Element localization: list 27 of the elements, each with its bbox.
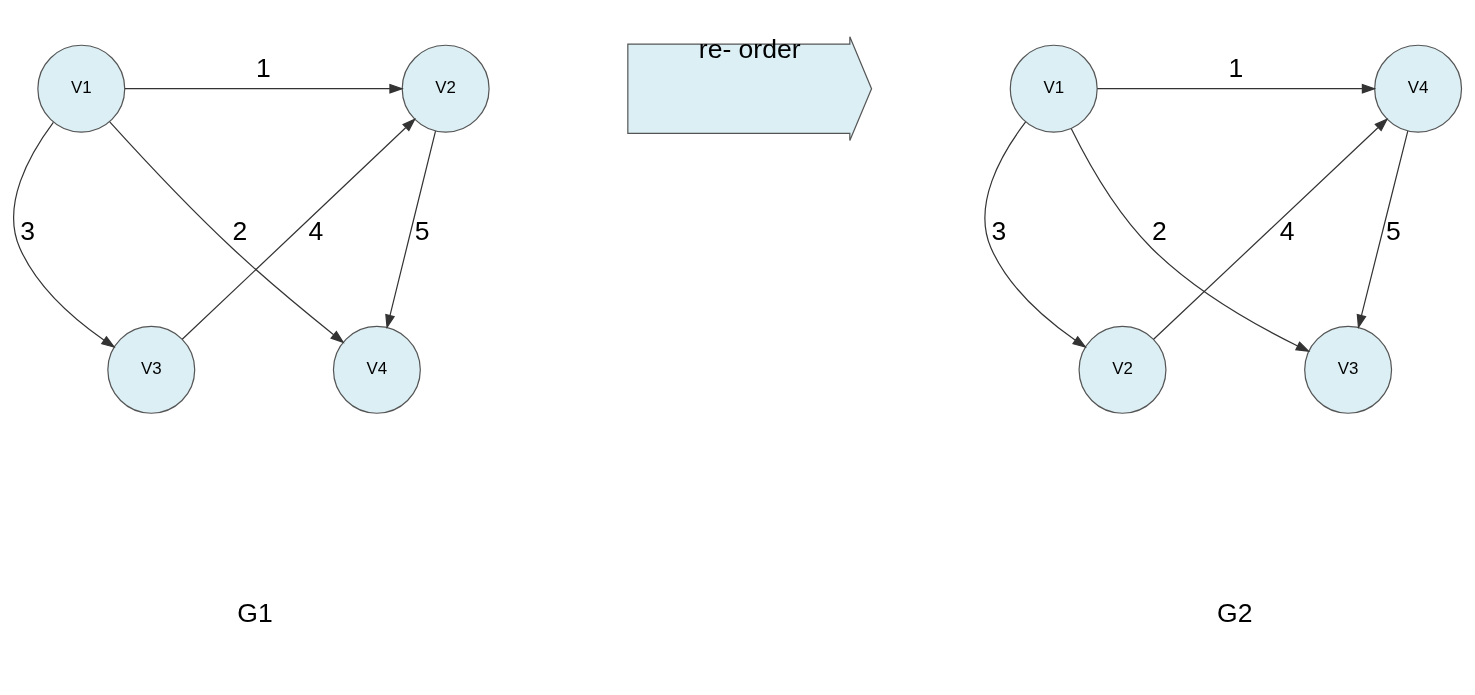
arrow xyxy=(984,121,1087,349)
node-circle: V1 xyxy=(37,44,126,133)
arrow xyxy=(1096,83,1377,94)
arrow xyxy=(109,121,345,344)
node-circle: V3 xyxy=(1304,325,1393,414)
arrow xyxy=(1153,117,1389,340)
edge-label: 3 xyxy=(20,216,35,247)
edge-label: 1 xyxy=(256,53,271,84)
edge-label: 3 xyxy=(991,216,1007,247)
edge-label: 2 xyxy=(232,216,248,247)
edge-label: 1 xyxy=(1228,53,1244,84)
label: G2 xyxy=(1217,597,1253,628)
arrow xyxy=(1356,130,1409,330)
arrow xyxy=(1070,128,1311,352)
arrow xyxy=(124,83,404,94)
node-circle: V3 xyxy=(107,325,196,414)
label: G1 xyxy=(237,597,273,628)
arrow xyxy=(181,117,417,340)
edge-label: 2 xyxy=(1151,216,1167,247)
edge-label: 4 xyxy=(1279,216,1295,247)
edge-label: 5 xyxy=(414,216,430,247)
arrow xyxy=(385,130,437,330)
edge-label: 4 xyxy=(308,216,324,247)
edge-label: 5 xyxy=(1385,216,1401,247)
arrow xyxy=(13,121,116,349)
node-circle: V1 xyxy=(1009,44,1098,133)
node-circle: V2 xyxy=(1078,325,1167,414)
